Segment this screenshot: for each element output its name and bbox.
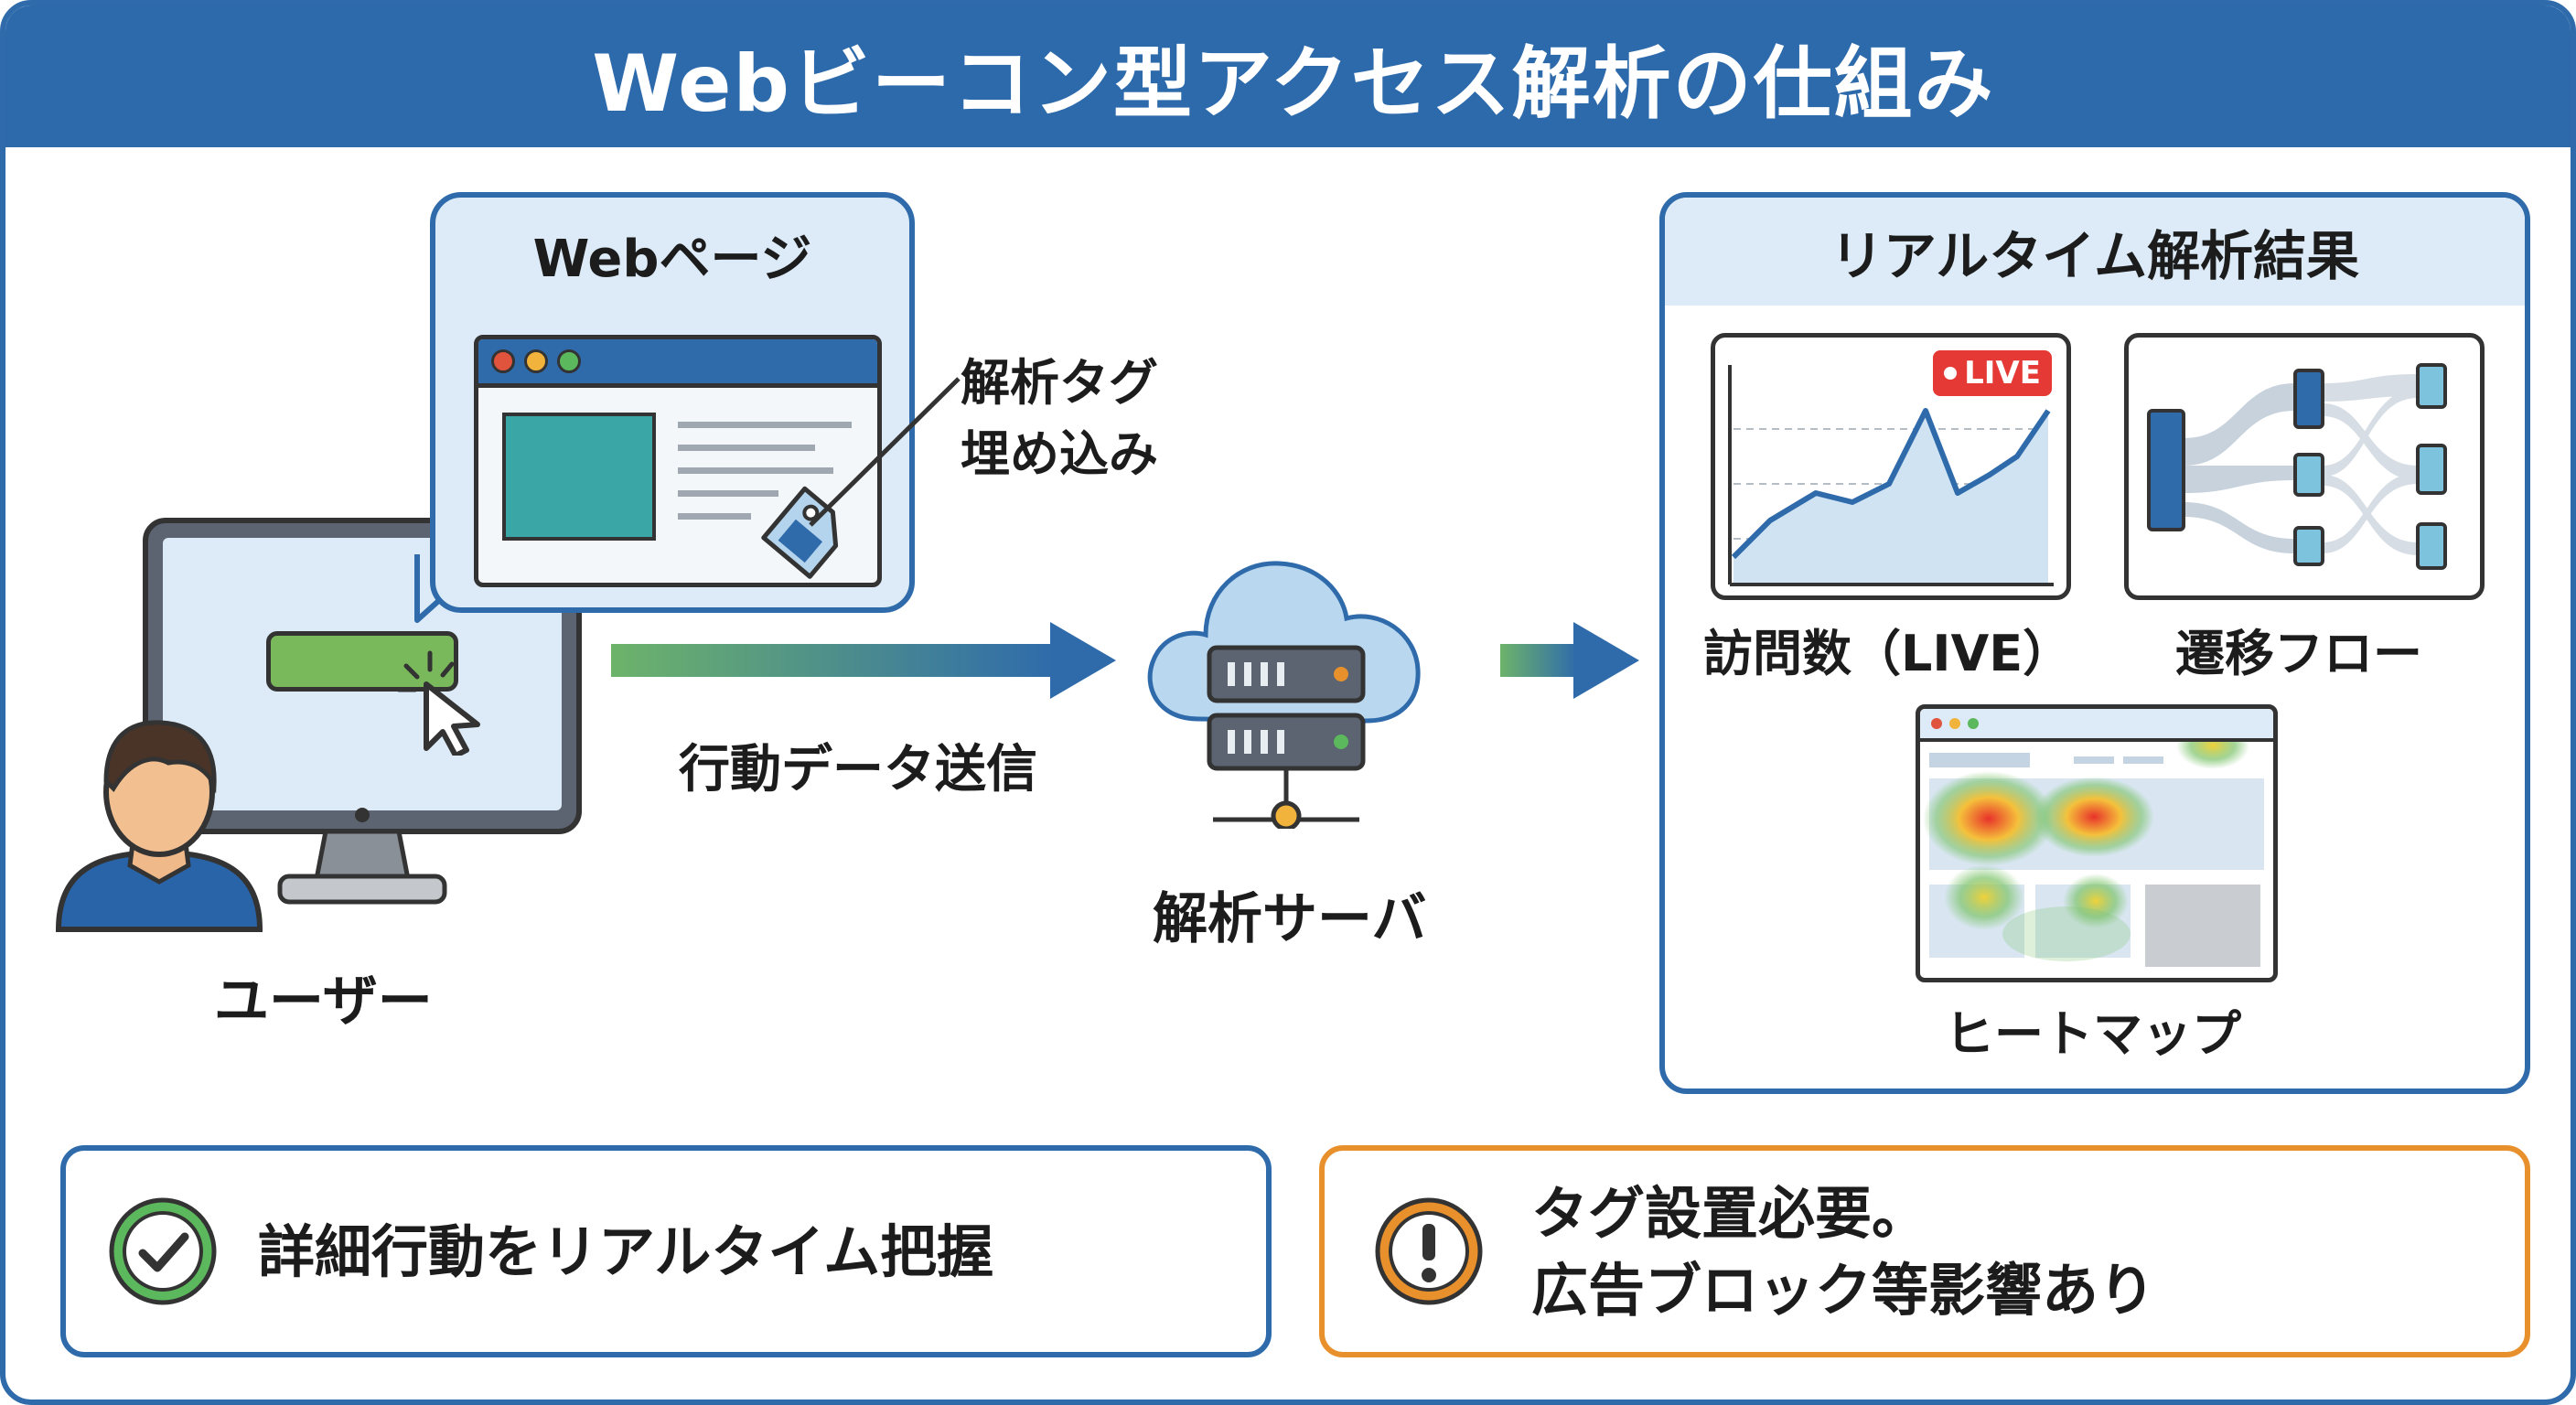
text-lines xyxy=(678,422,852,520)
warning-icon xyxy=(1372,1195,1486,1308)
results-heading: リアルタイム解析結果 xyxy=(1665,198,2525,306)
check-icon xyxy=(106,1195,220,1308)
server-label: 解析サーバ xyxy=(1153,887,1427,951)
webpage-heading: Webページ xyxy=(532,230,812,289)
pro-note-text: 詳細行動をリアルタイム把握 xyxy=(258,1218,994,1285)
visits-chart-card: LIVE xyxy=(1711,333,2071,600)
flow-label: 遷移フロー xyxy=(2175,625,2422,682)
cursor-icon xyxy=(379,637,498,758)
heatmap-titlebar xyxy=(1920,709,2273,742)
maximize-dot-icon xyxy=(557,349,581,373)
flow-chart-card xyxy=(2124,333,2485,600)
user-avatar-icon xyxy=(49,690,269,937)
con-note: タグ設置必要。 広告ブロック等影響あり xyxy=(1319,1145,2530,1357)
data-send-label: 行動データ送信 xyxy=(679,740,1037,799)
user-label: ユーザー xyxy=(214,970,433,1034)
title-bar: Webビーコン型アクセス解析の仕組み xyxy=(5,5,2571,147)
con-note-line1: タグ設置必要。 xyxy=(1531,1180,1929,1247)
tag-embed-label-line2: 埋め込み xyxy=(961,425,1158,483)
pro-note: 詳細行動をリアルタイム把握 xyxy=(60,1145,1272,1357)
live-badge-text: LIVE xyxy=(1964,355,2041,391)
minimize-dot-icon xyxy=(1949,718,1960,729)
visits-label: 訪問数（LIVE） xyxy=(1703,625,2073,682)
tag-leader-line xyxy=(801,371,966,536)
diagram-title: Webビーコン型アクセス解析の仕組み xyxy=(592,38,1995,130)
heatmap-label: ヒートマップ xyxy=(1945,1005,2241,1063)
data-send-arrow xyxy=(611,615,1123,706)
cloud-server-icon xyxy=(1140,509,1433,831)
maximize-dot-icon xyxy=(1968,718,1979,729)
live-dot-icon xyxy=(1944,367,1958,380)
minimize-dot-icon xyxy=(524,349,548,373)
close-dot-icon xyxy=(491,349,515,373)
browser-window xyxy=(474,335,882,587)
result-arrow xyxy=(1500,615,1647,706)
heatmap-card xyxy=(1916,704,2278,982)
webpage-bubble: Webページ xyxy=(430,192,915,613)
tag-embed-label-line1: 解析タグ xyxy=(961,354,1158,412)
live-badge: LIVE xyxy=(1933,350,2052,396)
close-dot-icon xyxy=(1931,718,1942,729)
con-note-line2: 広告ブロック等影響あり xyxy=(1531,1257,2156,1324)
image-block xyxy=(502,413,656,541)
browser-titlebar xyxy=(478,339,877,388)
